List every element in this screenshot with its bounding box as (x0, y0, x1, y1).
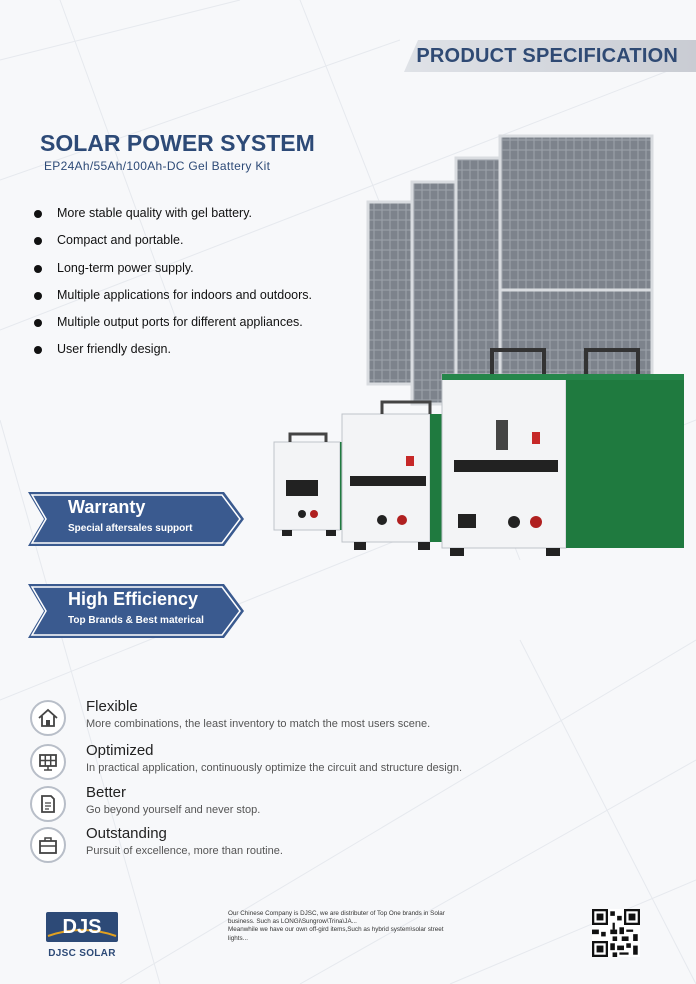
feature-item: More stable quality with gel battery. (34, 206, 354, 233)
badge-arrow-shape (28, 584, 244, 638)
benefit-desc: In practical application, continuously o… (86, 762, 463, 774)
benefit-title: Outstanding (86, 825, 167, 842)
banner-title: PRODUCT SPECIFICATION (416, 44, 678, 67)
solar-panel-icon (30, 744, 66, 780)
feature-item: Multiple output ports for different appl… (34, 315, 354, 342)
company-description-line: lights... (228, 934, 248, 942)
badge-title: High Efficiency (68, 589, 199, 609)
product-specification-banner: PRODUCT SPECIFICATION (404, 40, 696, 72)
benefit-title: Flexible (86, 698, 138, 715)
feature-list: More stable quality with gel battery. Co… (34, 206, 354, 370)
benefit-title: Better (86, 784, 127, 801)
generator-small (273, 432, 344, 536)
benefit-better: Better Go beyond yourself and never stop… (30, 784, 500, 824)
generator-medium (341, 400, 444, 550)
feature-item: Multiple applications for indoors and ou… (34, 288, 354, 315)
company-description: Our Chinese Company is DJSC, we are dist… (228, 910, 490, 943)
feature-item: Long-term power supply. (34, 261, 354, 288)
warranty-badge: Warranty Special aftersales support (28, 492, 246, 546)
company-description-line: Meanwhile we have our own off-gird items… (228, 926, 444, 934)
benefit-outstanding: Outstanding Pursuit of excellence, more … (30, 825, 500, 865)
logo-text: DJS (63, 916, 102, 938)
badge-subtitle: Special aftersales support (68, 523, 193, 534)
company-description-line: business. Such as LONGi\Sungrow\Trina\JA… (228, 918, 357, 926)
document-icon (30, 786, 66, 822)
benefit-desc: Pursuit of excellence, more than routine… (86, 845, 283, 857)
djsc-logo: DJS DJSC SOLAR (44, 910, 120, 960)
benefit-desc: Go beyond yourself and never stop. (86, 804, 261, 816)
feature-item: Compact and portable. (34, 233, 354, 260)
benefit-optimized: Optimized In practical application, cont… (30, 742, 500, 782)
badge-subtitle: Top Brands & Best materical (68, 615, 204, 626)
house-icon (30, 700, 66, 736)
logo-mark: DJS (46, 912, 118, 942)
badge-arrow-shape (28, 492, 244, 546)
product-title: SOLAR POWER SYSTEM (40, 130, 315, 156)
benefit-title: Optimized (86, 742, 154, 759)
product-illustration (273, 134, 684, 556)
badge-title: Warranty (68, 497, 146, 517)
company-description-line: Our Chinese Company is DJSC, we are dist… (228, 910, 445, 917)
briefcase-icon (30, 827, 66, 863)
feature-item: User friendly design. (34, 342, 354, 369)
brand-name: DJSC SOLAR (48, 948, 116, 959)
benefit-flexible: Flexible More combinations, the least in… (30, 698, 500, 738)
high-efficiency-badge: High Efficiency Top Brands & Best materi… (28, 584, 246, 638)
qr-code[interactable] (592, 909, 640, 957)
generator-large (441, 348, 684, 556)
benefit-desc: More combinations, the least inventory t… (86, 718, 431, 730)
product-subtitle: EP24Ah/55Ah/100Ah-DC Gel Battery Kit (44, 159, 271, 173)
